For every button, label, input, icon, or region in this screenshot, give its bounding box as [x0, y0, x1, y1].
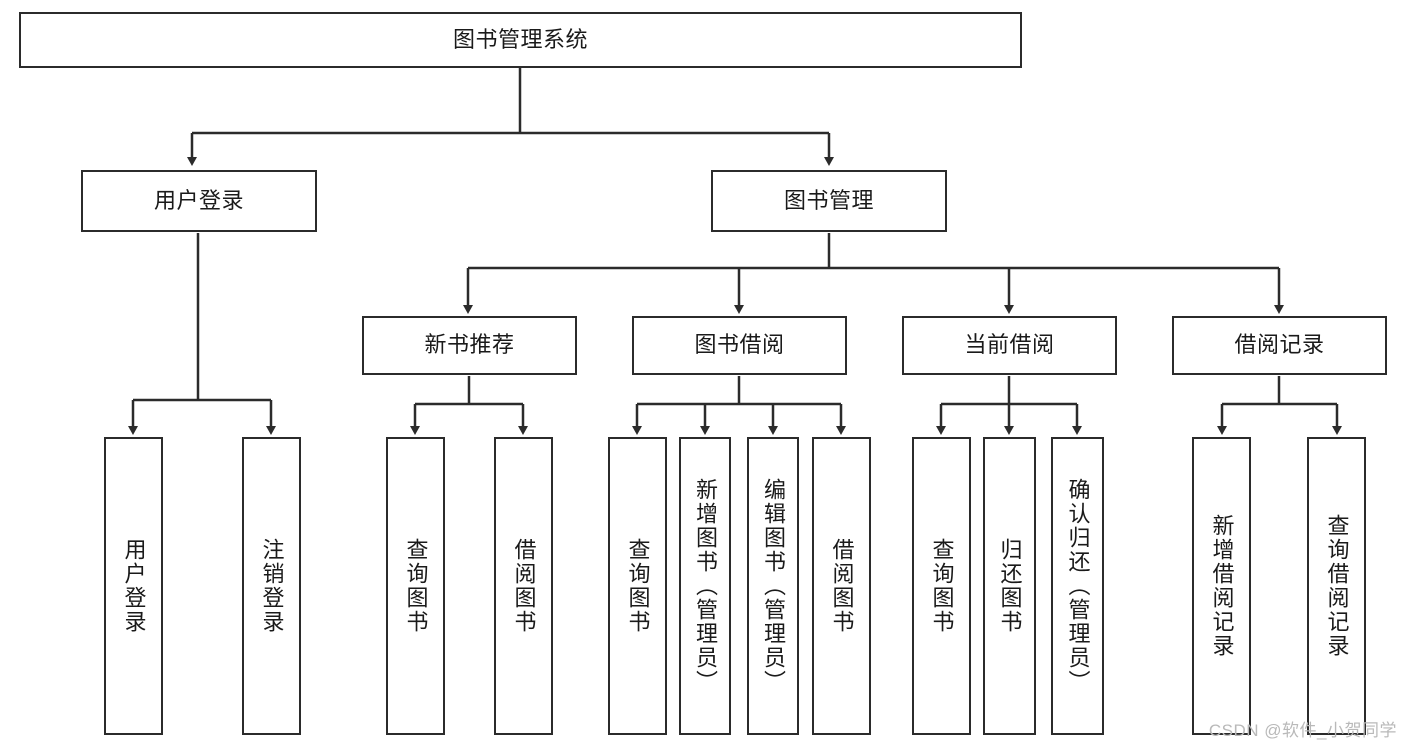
node-new-book-recommend[interactable]: 新书推荐 — [362, 316, 577, 375]
node-label: 查询图书 — [625, 538, 651, 634]
node-label: 编辑图书（管理员） — [760, 478, 786, 694]
node-current-borrow[interactable]: 当前借阅 — [902, 316, 1117, 375]
node-label: 查询图书 — [403, 538, 429, 634]
node-label: 用户登录 — [121, 538, 147, 634]
node-label: 新增图书（管理员） — [692, 478, 718, 694]
node-label: 图书管理系统 — [452, 26, 588, 52]
node-label: 新书推荐 — [424, 332, 515, 358]
node-label: 新增借阅记录 — [1209, 514, 1235, 658]
node-book-management[interactable]: 图书管理 — [711, 170, 947, 232]
node-label: 当前借阅 — [964, 332, 1055, 358]
node-label: 图书借阅 — [694, 332, 785, 358]
node-user-login[interactable]: 用户登录 — [81, 170, 317, 232]
leaf-records-query-record[interactable]: 查询借阅记录 — [1307, 437, 1366, 735]
leaf-borrow-query-book[interactable]: 查询图书 — [608, 437, 667, 735]
node-label: 图书管理 — [783, 187, 874, 213]
node-label: 用户登录 — [153, 187, 244, 213]
leaf-current-query-book[interactable]: 查询图书 — [912, 437, 971, 735]
node-label: 注销登录 — [259, 538, 285, 634]
node-root-system[interactable]: 图书管理系统 — [19, 12, 1022, 68]
node-book-borrow[interactable]: 图书借阅 — [632, 316, 847, 375]
leaf-borrow-edit-book-admin[interactable]: 编辑图书（管理员） — [747, 437, 799, 735]
leaf-user-login-signin[interactable]: 用户登录 — [104, 437, 163, 735]
leaf-current-confirm-return-admin[interactable]: 确认归还（管理员） — [1051, 437, 1104, 735]
leaf-current-return-book[interactable]: 归还图书 — [983, 437, 1036, 735]
node-label: 借阅记录 — [1234, 332, 1325, 358]
node-label: 确认归还（管理员） — [1065, 478, 1091, 694]
node-borrow-records[interactable]: 借阅记录 — [1172, 316, 1387, 375]
node-label: 借阅图书 — [511, 538, 537, 634]
node-label: 查询图书 — [929, 538, 955, 634]
leaf-borrow-add-book-admin[interactable]: 新增图书（管理员） — [679, 437, 731, 735]
leaf-recommend-query-book[interactable]: 查询图书 — [386, 437, 445, 735]
node-label: 借阅图书 — [829, 538, 855, 634]
leaf-borrow-borrow-book[interactable]: 借阅图书 — [812, 437, 871, 735]
node-label: 归还图书 — [997, 538, 1023, 634]
leaf-recommend-borrow-book[interactable]: 借阅图书 — [494, 437, 553, 735]
node-label: 查询借阅记录 — [1324, 514, 1350, 658]
leaf-records-add-record[interactable]: 新增借阅记录 — [1192, 437, 1251, 735]
leaf-user-login-signout[interactable]: 注销登录 — [242, 437, 301, 735]
